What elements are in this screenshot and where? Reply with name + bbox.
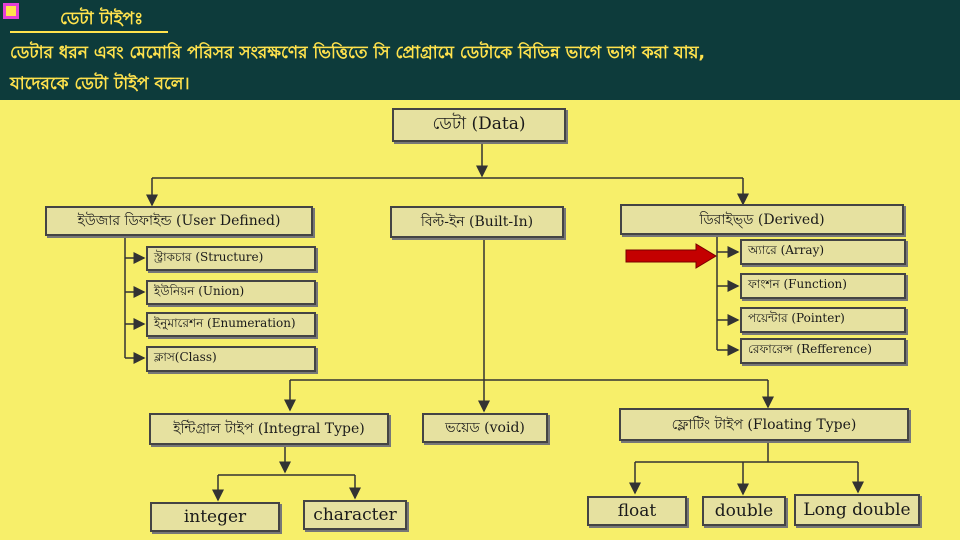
definition-line-1: ডেটার ধরন এবং মেমোরি পরিসর সংরক্ষণের ভিত… [10,43,706,63]
connector-lines [124,140,864,502]
node-integral-type: ইন্টিগ্রাল টাইপ (Integral Type) [149,413,389,445]
node-class: ক্লাস(Class) [146,346,316,372]
node-built-in: বিল্ট-ইন (Built-In) [390,206,564,238]
node-function: ফাংশন (Function) [740,273,906,299]
node-pointer: পয়েন্টার (Pointer) [740,307,906,333]
node-array: অ্যারে (Array) [740,239,906,265]
node-double: double [702,496,786,526]
node-character: character [303,500,407,530]
definition-line-2: যাদেরকে ডেটা টাইপ বলে। [10,74,190,94]
node-void: ভয়েড (void) [422,413,548,443]
node-structure: স্ট্রাকচার (Structure) [146,246,316,271]
node-floating-type: ফ্লোটিং টাইপ (Floating Type) [619,408,909,441]
data-type-diagram: ডেটা (Data) ইউজার ডিফাইন্ড (User Defined… [0,100,960,540]
title-underline [10,31,168,33]
bullet-square-icon [3,3,19,19]
node-reference: রেফারেন্স (Refference) [740,338,906,364]
red-pointer-arrow-icon [625,243,717,269]
node-data: ডেটা (Data) [392,108,566,142]
node-derived: ডিরাইভ্ড (Derived) [620,204,904,235]
node-user-defined: ইউজার ডিফাইন্ড (User Defined) [45,206,313,236]
node-integer: integer [150,502,280,532]
node-float: float [587,496,687,526]
slide-title: ডেটা টাইপঃ [60,9,144,29]
header-bar: ডেটা টাইপঃ ডেটার ধরন এবং মেমোরি পরিসর সং… [0,0,960,100]
node-enumeration: ইনুমারেশন (Enumeration) [146,312,316,337]
node-union: ইউনিয়ন (Union) [146,280,316,305]
node-long-double: Long double [794,494,920,526]
